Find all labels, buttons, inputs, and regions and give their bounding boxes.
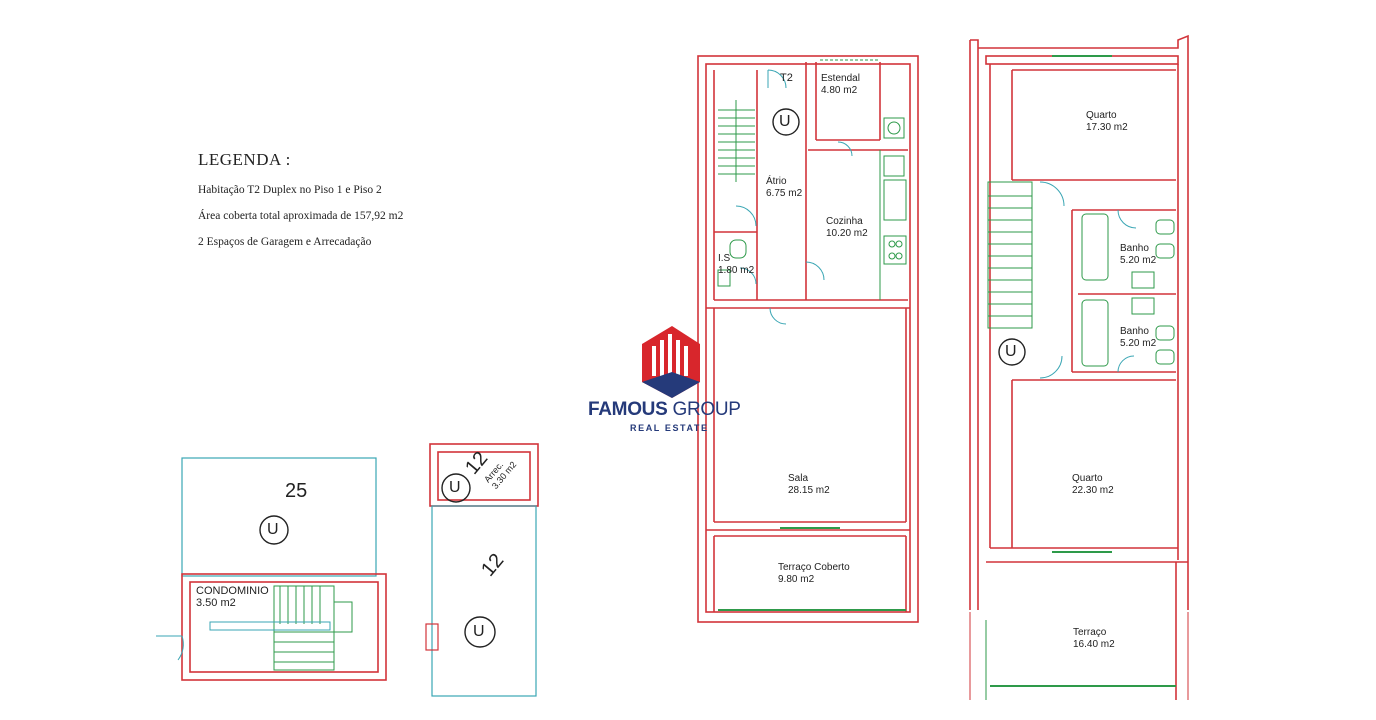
- estendal-name: Estendal: [821, 73, 860, 84]
- banho2-name: Banho: [1120, 326, 1149, 337]
- quarto2-name: Quarto: [1072, 473, 1103, 484]
- floor1-doors: [735, 69, 853, 325]
- u-symbol-atrio: U: [779, 113, 791, 130]
- legend-line-2: Área coberta total aproximada de 157,92 …: [198, 210, 404, 222]
- terraco-name: Terraço: [1073, 627, 1107, 638]
- u-symbol-garage25: U: [267, 521, 279, 538]
- u-symbols: [259, 108, 1026, 648]
- atrio-area: 6.75 m2: [766, 188, 803, 199]
- terraco-coberto-name: Terraço Coberto: [778, 562, 850, 573]
- u-symbol-garage12: U: [473, 623, 485, 640]
- famous-group-logo-icon: [642, 326, 700, 398]
- garage-space-25-number: 25: [285, 480, 308, 502]
- logo-name-part1: FAMOUS: [588, 399, 668, 420]
- condominio-stairs: [209, 585, 353, 671]
- floor1-stairs: [718, 100, 755, 182]
- floor2-doors: [1039, 181, 1137, 379]
- garage-space-25: [181, 457, 377, 577]
- floor2-walls: [969, 34, 1189, 700]
- quarto1-area: 17.30 m2: [1086, 122, 1128, 133]
- terraco-coberto-area: 9.80 m2: [778, 574, 815, 585]
- logo-name-part2: GROUP: [667, 399, 741, 420]
- logo-tagline: REAL ESTATE: [630, 423, 709, 433]
- garage-space-12: [425, 505, 537, 697]
- sala-name: Sala: [788, 473, 809, 484]
- is-area: 1.80 m2: [718, 265, 755, 276]
- condominio-area: 3.50 m2: [196, 597, 236, 609]
- quarto2-area: 22.30 m2: [1072, 485, 1114, 496]
- atrio-name: Átrio: [766, 176, 787, 187]
- condominio-name: CONDOMINIO: [196, 585, 269, 597]
- legend-title: LEGENDA :: [198, 150, 291, 169]
- floor1-kitchen-fixtures: [717, 59, 907, 611]
- legend-line-1: Habitação T2 Duplex no Piso 1 e Piso 2: [198, 184, 382, 196]
- estendal-area: 4.80 m2: [821, 85, 858, 96]
- floor2-bath-fixtures: [1081, 213, 1175, 367]
- floor1-type-label: T2: [780, 72, 793, 84]
- banho1-name: Banho: [1120, 243, 1149, 254]
- condominio-walls: [181, 573, 387, 681]
- floor2-stairs: [987, 181, 1033, 329]
- floor1-walls: [697, 55, 919, 623]
- sala-area: 28.15 m2: [788, 485, 830, 496]
- cozinha-area: 10.20 m2: [826, 228, 868, 239]
- quarto1-name: Quarto: [1086, 110, 1117, 121]
- banho2-area: 5.20 m2: [1120, 338, 1157, 349]
- banho1-area: 5.20 m2: [1120, 255, 1157, 266]
- u-symbol-arrec: U: [449, 479, 461, 496]
- condominio-door: [156, 635, 184, 661]
- floor2-terrace: [969, 55, 1189, 700]
- legend-line-3: 2 Espaços de Garagem e Arrecadação: [198, 236, 372, 248]
- cozinha-name: Cozinha: [826, 216, 863, 227]
- logo-name: FAMOUS GROUP: [588, 399, 741, 421]
- is-name: I.S: [718, 253, 731, 264]
- terraco-area: 16.40 m2: [1073, 639, 1115, 650]
- u-symbol-floor2: U: [1005, 343, 1017, 360]
- legend: LEGENDA : Habitação T2 Duplex no Piso 1 …: [198, 150, 403, 262]
